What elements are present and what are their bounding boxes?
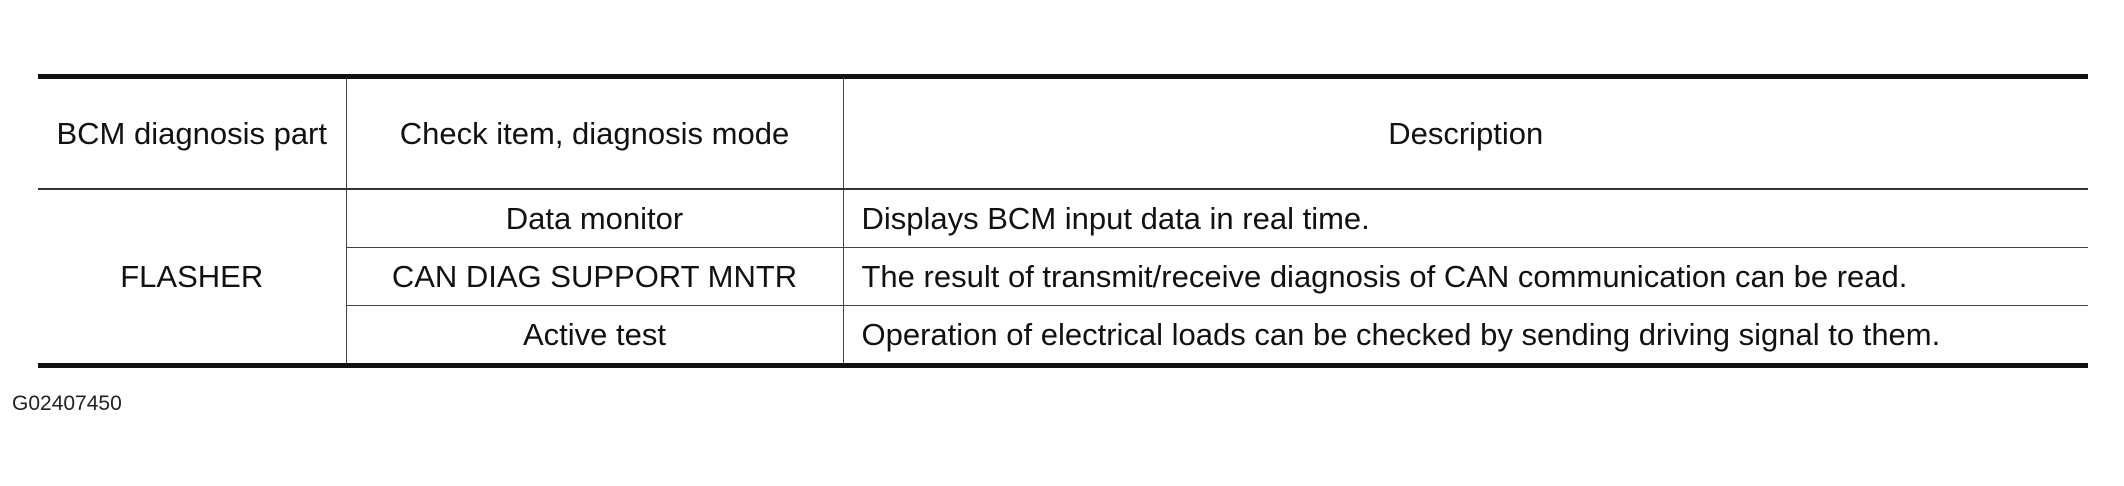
- diagnosis-table-container: BCM diagnosis part Check item, diagnosis…: [38, 74, 2088, 368]
- cell-mode: Active test: [345, 305, 843, 368]
- cell-description: Displays BCM input data in real time.: [842, 189, 2088, 248]
- header-bcm-diagnosis-part: BCM diagnosis part: [38, 74, 346, 190]
- cell-description: The result of transmit/receive diagnosis…: [842, 247, 2088, 306]
- header-check-item: Check item, diagnosis mode: [345, 74, 843, 190]
- table-row: CAN DIAG SUPPORT MNTR The result of tran…: [38, 247, 2088, 306]
- cell-mode: CAN DIAG SUPPORT MNTR: [345, 247, 843, 306]
- cell-diagnosis-part: FLASHER: [38, 189, 346, 368]
- figure-id: G02407450: [12, 392, 122, 415]
- cell-mode: Data monitor: [345, 189, 843, 248]
- cell-description: Operation of electrical loads can be che…: [842, 305, 2088, 368]
- table-row: FLASHER Data monitor Displays BCM input …: [38, 189, 2088, 368]
- bcm-diagnosis-table: BCM diagnosis part Check item, diagnosis…: [38, 74, 2088, 368]
- table-header-row: BCM diagnosis part Check item, diagnosis…: [38, 74, 2088, 190]
- header-description: Description: [842, 74, 2088, 190]
- table-row: Active test Operation of electrical load…: [38, 305, 2088, 368]
